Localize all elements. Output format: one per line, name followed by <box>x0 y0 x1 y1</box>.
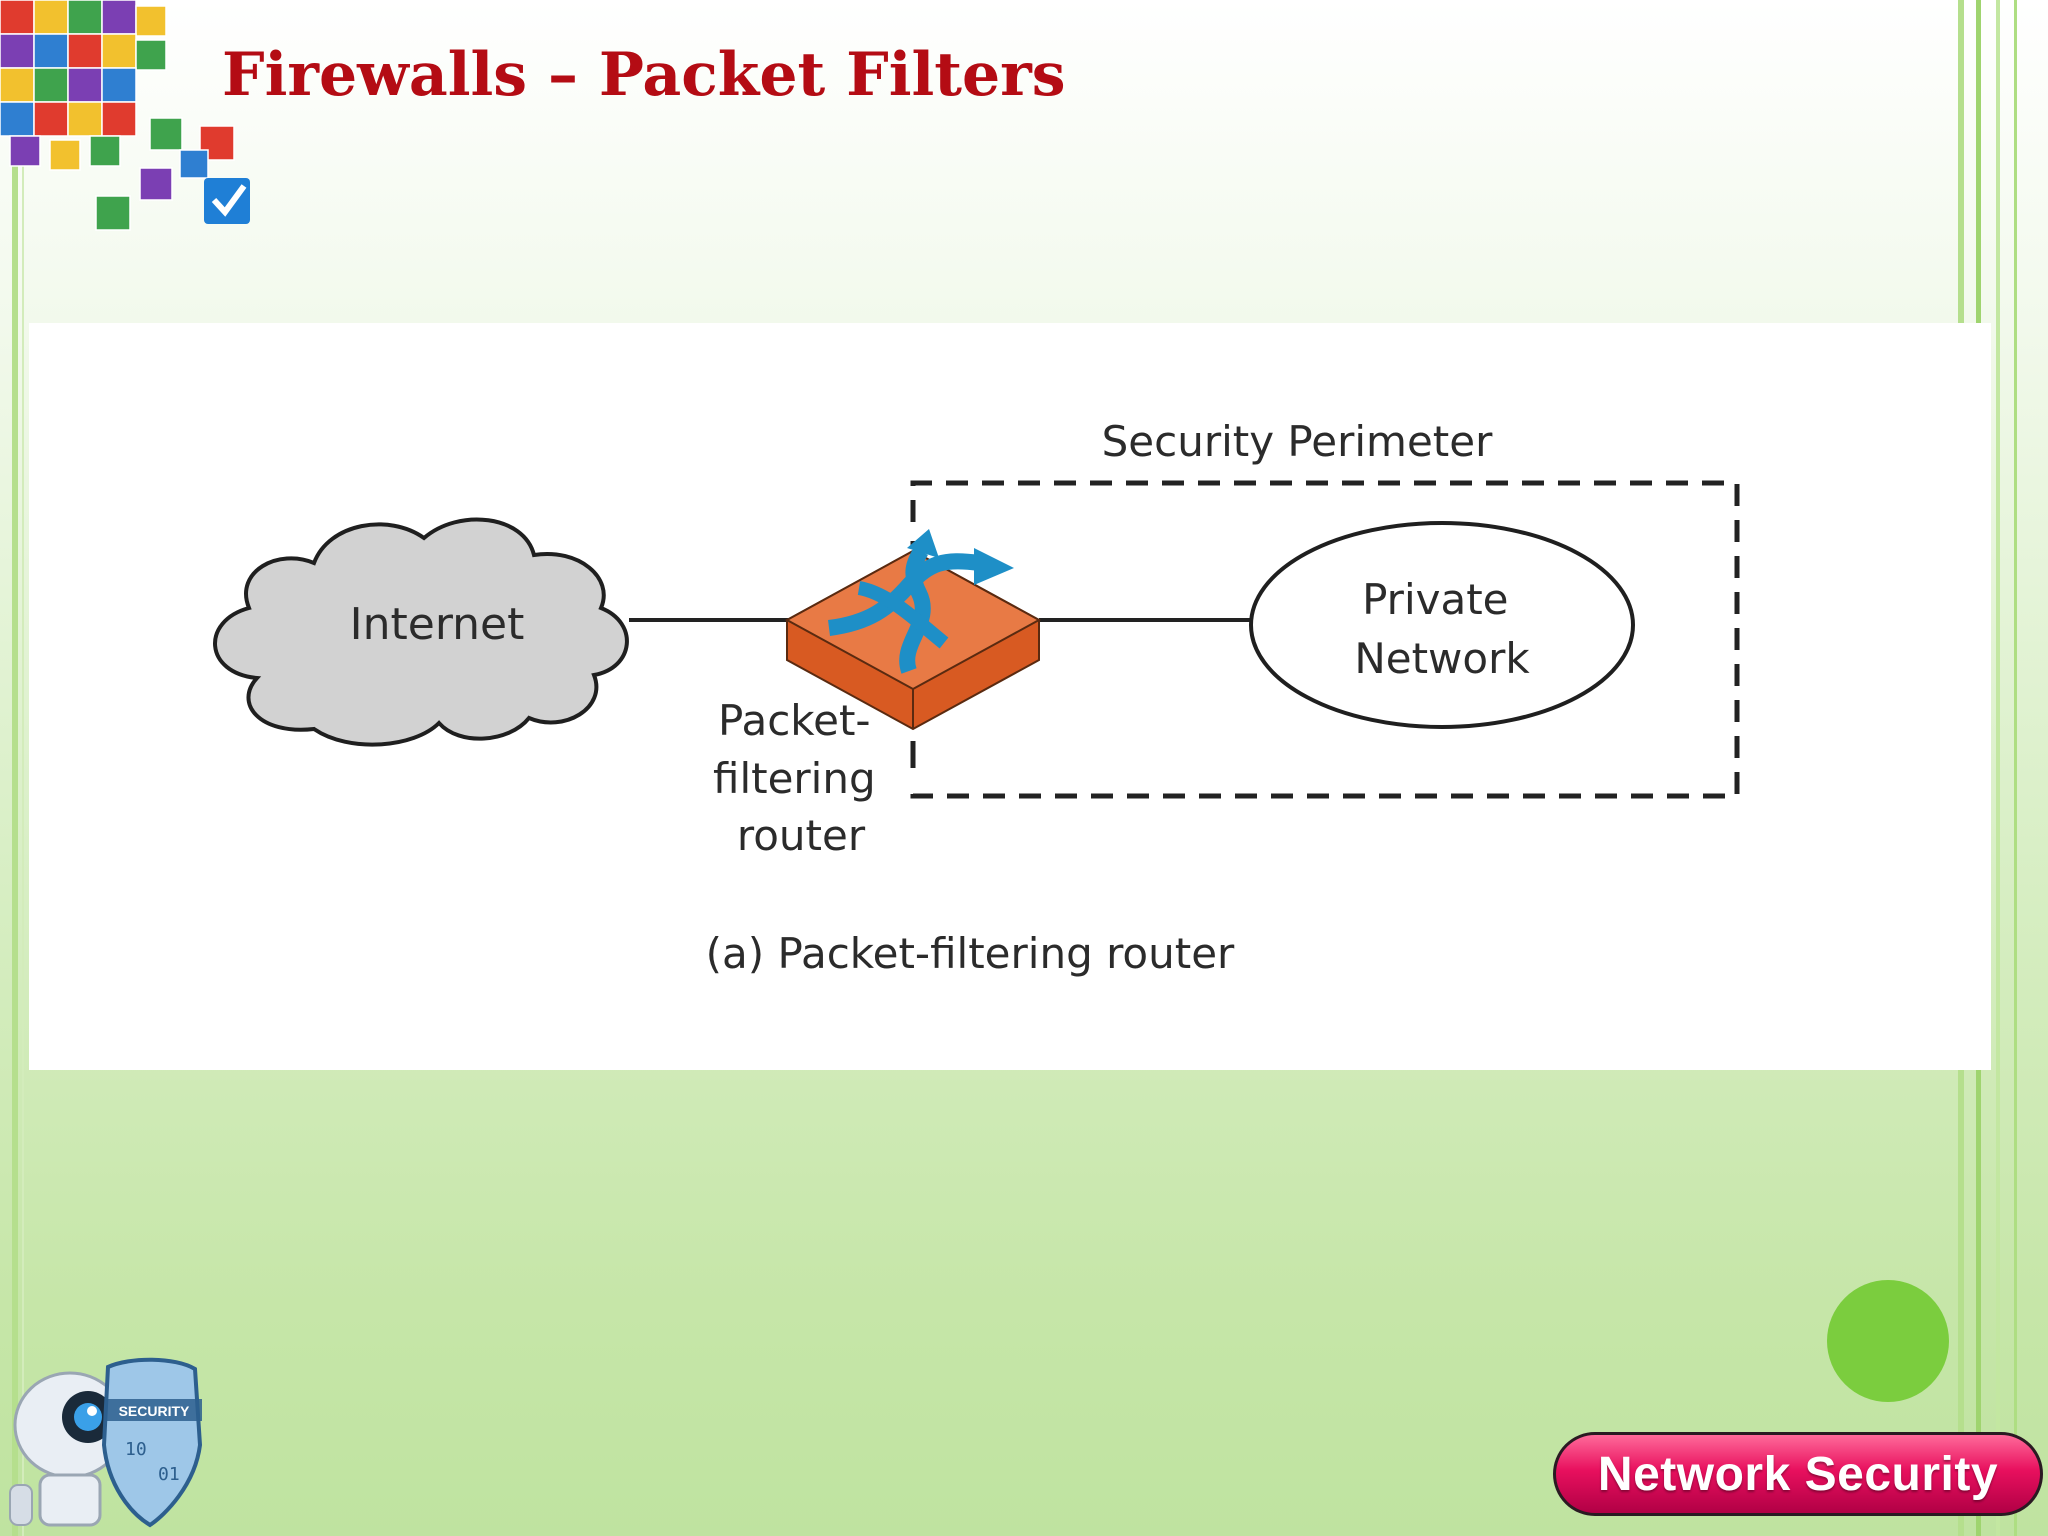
diagram-panel: Security Perimeter Internet Packet- filt… <box>29 323 1991 1070</box>
badge-label: Network Security <box>1597 1447 1999 1501</box>
router-icon <box>784 529 1042 731</box>
router-label-line-1: Packet- <box>718 696 871 745</box>
robot-shield-text: SECURITY <box>119 1403 190 1419</box>
colorful-cubes-icon <box>0 0 250 231</box>
diagram-caption: (a) Packet-filtering router <box>706 929 1235 978</box>
internet-cloud-icon <box>213 517 629 747</box>
decorative-green-dot <box>1827 1280 1949 1402</box>
router-label: Packet- filtering router <box>713 696 889 860</box>
svg-text:01: 01 <box>158 1464 180 1485</box>
svg-text:10: 10 <box>125 1439 147 1460</box>
packet-filter-diagram: Security Perimeter Internet Packet- filt… <box>213 417 1740 978</box>
router-label-line-3: router <box>737 811 866 860</box>
network-security-badge: Network Security <box>1553 1432 2043 1516</box>
page-title: Firewalls – Packet Filters <box>222 40 1066 110</box>
right-border-stripe <box>2014 0 2017 1536</box>
security-robot-icon: SECURITY 10 01 <box>9 1357 203 1528</box>
private-network-node <box>1249 521 1635 729</box>
internet-label: Internet <box>350 599 525 650</box>
private-network-label: Private Network <box>1354 575 1530 683</box>
right-border-stripe <box>1996 0 2000 1536</box>
private-network-line-2: Network <box>1354 634 1530 683</box>
private-network-line-1: Private <box>1362 575 1508 624</box>
left-border-stripe-thin <box>22 0 24 1536</box>
router-label-line-2: filtering <box>713 754 876 803</box>
left-border-stripe <box>12 0 18 1536</box>
security-perimeter-label: Security Perimeter <box>1102 417 1493 466</box>
